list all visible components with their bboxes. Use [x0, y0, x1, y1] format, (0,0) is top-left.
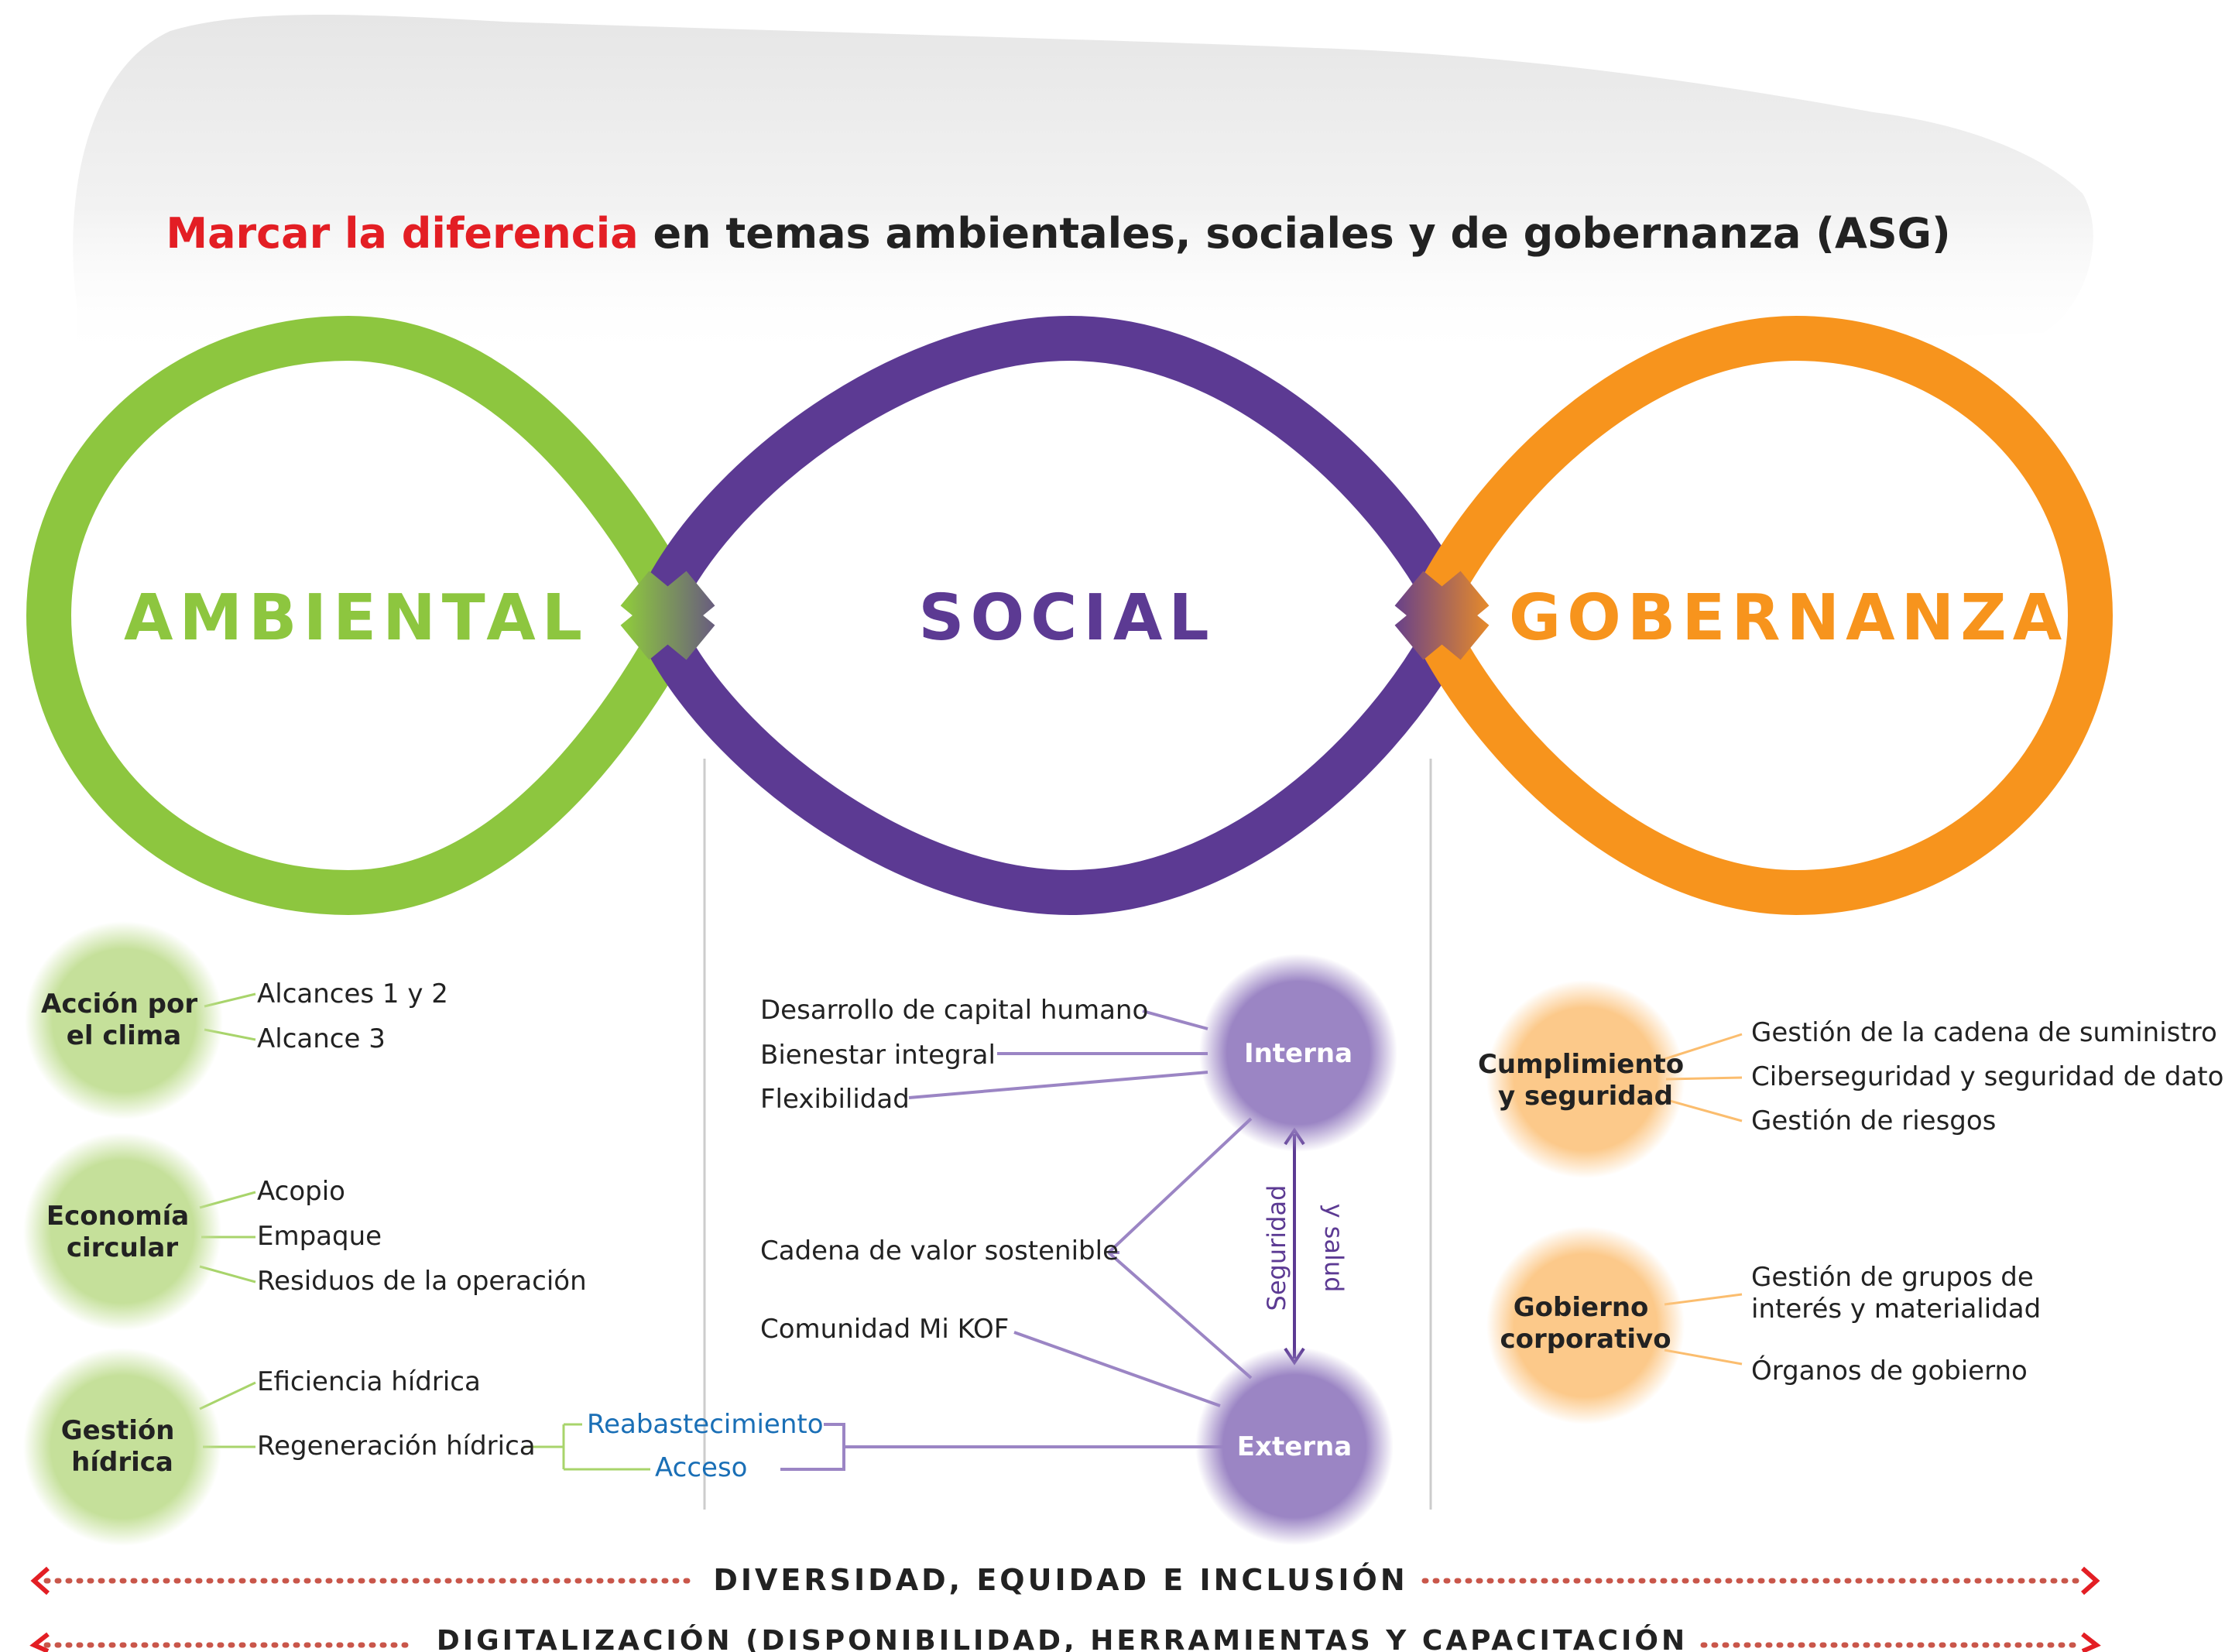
economia-item-3: Residuos de la operación — [257, 1266, 587, 1297]
economia-item-2: Empaque — [257, 1221, 382, 1252]
cadena-item: Cadena de valor sostenible — [760, 1236, 1119, 1266]
economia-label: Economía circular — [46, 1201, 198, 1263]
hidrica-label: Gestión hídrica — [61, 1415, 184, 1478]
footer: DIVERSIDAD, EQUIDAD E INCLUSIÓN DIGITALI… — [29, 1563, 2101, 1652]
footer-line-2: DIGITALIZACIÓN (DISPONIBILIDAD, HERRAMIE… — [437, 1624, 1688, 1652]
externa-circle — [1195, 1347, 1394, 1545]
cumplimiento-item-3: Gestión de riesgos — [1751, 1105, 1996, 1136]
economia-circle — [23, 1133, 221, 1331]
footer-arrow-left-1 — [30, 1566, 50, 1595]
pillar-gobernanza: GOBERNANZA — [1509, 581, 2068, 655]
gobierno-circle — [1486, 1226, 1685, 1424]
cumplimiento-label: Cumplimiento y seguridad — [1478, 1049, 1693, 1112]
footer-arrow-right-2 — [2081, 1632, 2101, 1652]
hidrica-sub-2: Acceso — [655, 1452, 747, 1483]
gobernanza-section: Cumplimiento y seguridad Gobierno corpor… — [1478, 980, 2225, 1424]
title-rest: en temas ambientales, sociales y de gobe… — [653, 209, 1951, 258]
seguridad-label: Seguridad — [1262, 1185, 1291, 1311]
clima-circle — [25, 921, 223, 1119]
hidrica-sub-1: Reabastecimiento — [587, 1409, 824, 1440]
cross-left-b — [620, 571, 715, 660]
salud-label: y salud — [1319, 1204, 1349, 1293]
footer-arrow-left-2 — [29, 1632, 50, 1652]
economia-item-1: Acopio — [257, 1176, 345, 1207]
interna-label: Interna — [1244, 1038, 1352, 1069]
ambiental-section: Acción por el clima Economía circular Ge… — [23, 921, 824, 1546]
page-title: Marcar la diferencia en temas ambientale… — [166, 209, 1950, 258]
footer-line-1: DIVERSIDAD, EQUIDAD E INCLUSIÓN — [713, 1563, 1407, 1597]
interna-circle — [1199, 954, 1397, 1152]
interna-item-3: Flexibilidad — [760, 1084, 910, 1115]
gobernanza-loop — [1421, 315, 2114, 916]
cumplimiento-item-1: Gestión de la cadena de suministro — [1751, 1017, 2217, 1048]
social-loop-bottom — [647, 631, 1462, 916]
comunidad-item: Comunidad Mi KOF — [760, 1314, 1009, 1345]
interna-item-2: Bienestar integral — [760, 1040, 996, 1071]
pillar-social: SOCIAL — [918, 581, 1215, 655]
interna-item-1: Desarrollo de capital humano — [760, 995, 1148, 1026]
title-highlight: Marcar la diferencia — [166, 209, 638, 258]
clima-label: Acción por el clima — [41, 989, 207, 1051]
infinity-ribbon — [26, 315, 2114, 916]
ambiental-loop — [26, 315, 687, 916]
gobierno-label: Gobierno corporativo — [1500, 1292, 1671, 1355]
footer-arrow-right-1 — [2081, 1566, 2100, 1595]
social-loop — [647, 315, 1462, 600]
hidrica-item-2: Regeneración hídrica — [257, 1431, 536, 1462]
background-bottle-shape — [73, 14, 2093, 365]
hidrica-item-1: Eficiencia hídrica — [257, 1366, 481, 1397]
externa-label: Externa — [1237, 1431, 1352, 1462]
cumplimiento-circle — [1486, 980, 1685, 1178]
gobierno-item-1a: Gestión de grupos de — [1751, 1262, 2034, 1293]
cross-right-b — [1394, 571, 1490, 660]
pillar-ambiental: AMBIENTAL — [124, 581, 588, 655]
social-section: Seguridad y salud Interna Externa Desarr… — [760, 954, 1397, 1545]
gobierno-item-2: Órganos de gobierno — [1751, 1355, 2028, 1386]
cumplimiento-item-2: Ciberseguridad y seguridad de datos — [1751, 1061, 2225, 1092]
hidrica-circle — [23, 1348, 221, 1546]
clima-item-1: Alcances 1 y 2 — [257, 979, 448, 1009]
gobierno-item-1b: interés y materialidad — [1751, 1294, 2041, 1325]
clima-item-2: Alcance 3 — [257, 1023, 386, 1054]
